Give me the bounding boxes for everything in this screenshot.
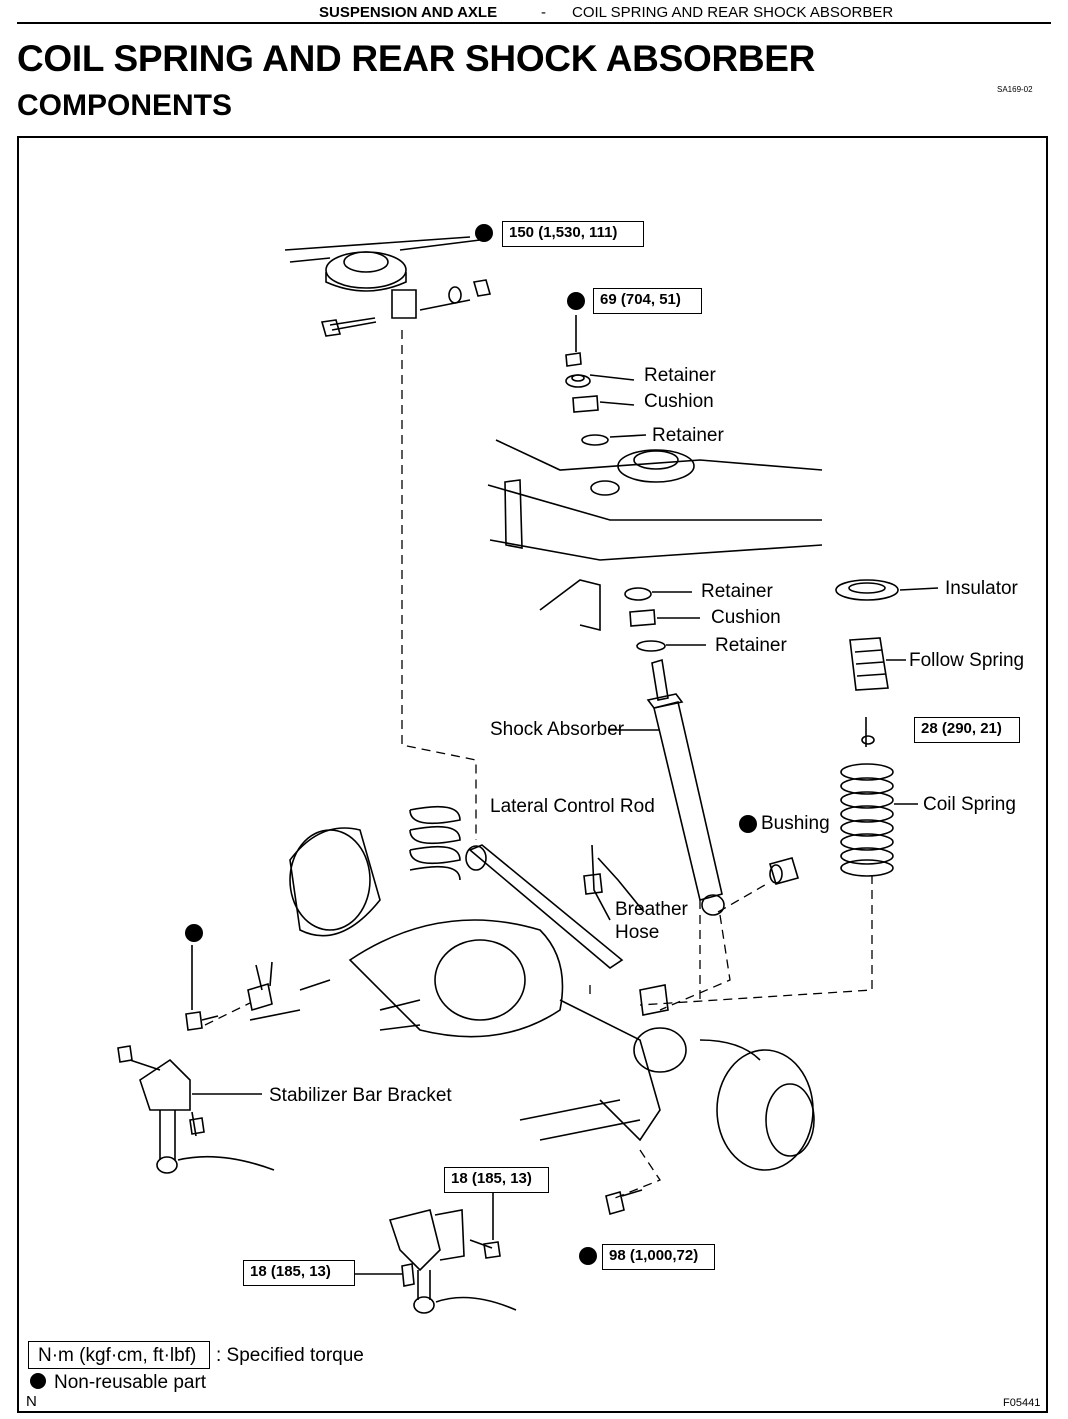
- rear-axle-assembly: [249, 805, 815, 1171]
- insulator-part: [835, 579, 939, 691]
- lower-cushion-stack: [539, 579, 706, 652]
- legend-nonreusable-text: Non-reusable part: [54, 1372, 207, 1393]
- label-shock-absorber: Shock Absorber: [490, 719, 625, 740]
- legend-nonreusable-dot: [30, 1373, 46, 1389]
- label-retainer-top: Retainer: [644, 365, 716, 386]
- torque-18-lower: 18 (185, 13): [243, 1260, 355, 1286]
- top-cushion-stack: [565, 315, 647, 446]
- legend-torque-unit: N·m (kgf·cm, ft·lbf): [28, 1341, 210, 1369]
- legend-torque-description: : Specified torque: [216, 1345, 364, 1366]
- nonreusable-dot-69: [567, 292, 585, 310]
- breather-hose-part: [583, 844, 645, 921]
- nonreusable-dot-98: [579, 1247, 597, 1265]
- footer-code-n: N: [26, 1393, 37, 1410]
- torque-28: 28 (290, 21): [914, 717, 1020, 743]
- assembly-guide-lines: [204, 330, 873, 1201]
- label-insulator: Insulator: [945, 578, 1018, 599]
- lower-stabilizer-bracket: [336, 1189, 643, 1314]
- bushing-part: [768, 857, 800, 885]
- section-subtitle: COMPONENTS: [17, 89, 233, 122]
- reference-code: SA169-02: [997, 85, 1033, 94]
- nonreusable-dot-bushing: [739, 815, 757, 833]
- torque-98: 98 (1,000,72): [602, 1244, 715, 1270]
- header-topic: COIL SPRING AND REAR SHOCK ABSORBER: [572, 4, 894, 21]
- label-retainer-low: Retainer: [701, 581, 773, 602]
- label-retainer-bottom: Retainer: [715, 635, 787, 656]
- label-lateral-control-rod: Lateral Control Rod: [490, 796, 655, 817]
- torque-69: 69 (704, 51): [593, 288, 702, 314]
- diagram-frame: [17, 136, 1048, 1413]
- torque-18-upper: 18 (185, 13): [444, 1167, 549, 1193]
- label-breather-hose-line1: Breather: [615, 899, 688, 920]
- page-header: SUSPENSION AND AXLE - COIL SPRING AND RE…: [17, 0, 1051, 24]
- torque-150: 150 (1,530, 111): [502, 221, 644, 247]
- label-retainer-mid: Retainer: [652, 425, 724, 446]
- figure-code: F05441: [1003, 1397, 1041, 1409]
- label-bushing: Bushing: [761, 813, 830, 834]
- coil-spring-part: [840, 717, 918, 877]
- header-separator: -: [541, 4, 546, 21]
- page-title: COIL SPRING AND REAR SHOCK ABSORBER: [17, 38, 816, 79]
- nonreusable-dot-150: [475, 224, 493, 242]
- label-stabilizer-bar-bracket: Stabilizer Bar Bracket: [269, 1085, 452, 1106]
- nonreusable-dot-link-bolt: [185, 924, 203, 942]
- label-cushion-low: Cushion: [711, 607, 781, 628]
- header-section: SUSPENSION AND AXLE: [319, 4, 498, 21]
- stabilizer-link-parts: [117, 945, 275, 1174]
- label-coil-spring: Coil Spring: [923, 794, 1016, 815]
- frame-crossmember: [487, 439, 823, 561]
- label-breather-hose-line2: Hose: [615, 922, 660, 943]
- label-follow-spring: Follow Spring: [909, 650, 1025, 671]
- label-cushion-top: Cushion: [644, 391, 714, 412]
- upper-frame-mount: [284, 236, 492, 337]
- shock-absorber-part: [608, 658, 725, 916]
